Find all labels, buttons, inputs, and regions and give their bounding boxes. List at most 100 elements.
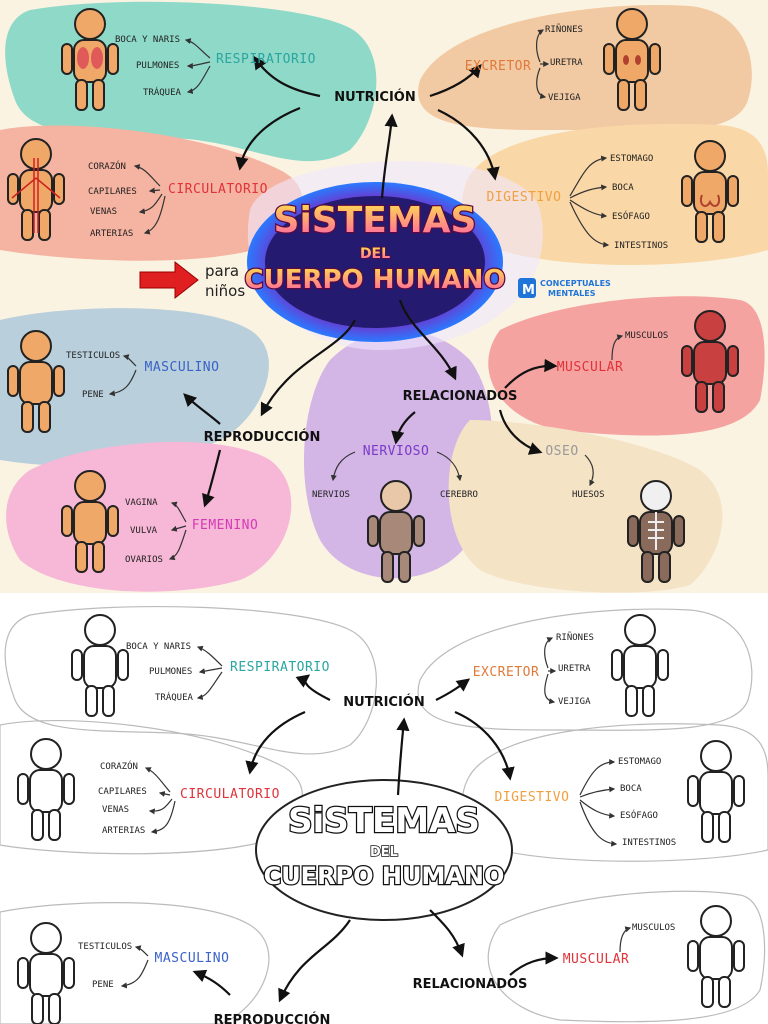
outline-item-rinones: RIÑONES bbox=[556, 632, 594, 643]
outline-item-uretra: URETRA bbox=[558, 664, 591, 674]
outline-item-intestinos: INTESTINOS bbox=[622, 838, 676, 848]
sys-muscular: MUSCULAR bbox=[557, 360, 624, 375]
outline-sys-respiratorio: RESPIRATORIO bbox=[230, 660, 330, 675]
sys-oseo: OSEO bbox=[545, 444, 578, 459]
item-intestinos: INTESTINOS bbox=[614, 241, 668, 251]
outline-figure-digestivo bbox=[687, 740, 745, 843]
outline-hub-nutricion: NUTRICIÓN bbox=[343, 694, 424, 710]
outline-sys-muscular: MUSCULAR bbox=[563, 952, 630, 967]
sys-respiratorio: RESPIRATORIO bbox=[216, 52, 316, 67]
figure-muscular bbox=[681, 310, 739, 413]
item-vulva: VULVA bbox=[130, 526, 158, 536]
outline-branch-arrows bbox=[120, 637, 632, 989]
outline-item-estomago: ESTOMAGO bbox=[618, 757, 661, 767]
outline-item-testiculos: TESTICULOS bbox=[78, 942, 132, 952]
sys-masculino: MASCULINO bbox=[145, 360, 220, 375]
item-boca-naris: BOCA Y NARIS bbox=[115, 35, 180, 45]
item-capilares: CAPILARES bbox=[88, 187, 137, 197]
outline-map: SiSTEMAS DEL CUERPO HUMANO NUTRICIÓN REL… bbox=[0, 593, 768, 1024]
sys-digestivo: DIGESTIVO bbox=[487, 190, 562, 205]
figure-digestivo bbox=[681, 140, 739, 243]
sys-excretor: EXCRETOR bbox=[465, 59, 532, 74]
brand-line1: CONCEPTUALES bbox=[540, 279, 611, 288]
item-corazon: CORAZÓN bbox=[88, 160, 126, 172]
outline-item-pene: PENE bbox=[92, 980, 114, 990]
ninos-label: niños bbox=[205, 282, 245, 300]
blob-femenino bbox=[6, 441, 292, 592]
item-ovarios: OVARIOS bbox=[125, 555, 163, 565]
title-line3: CUERPO HUMANO bbox=[245, 265, 506, 295]
outline-main-arrows bbox=[192, 674, 559, 1003]
outline-hub-reproduccion: REPRODUCCIÓN bbox=[214, 1012, 331, 1024]
item-testiculos: TESTICULOS bbox=[66, 351, 120, 361]
outline-figures bbox=[17, 614, 745, 1024]
item-pene: PENE bbox=[82, 390, 104, 400]
figure-oseo bbox=[627, 480, 685, 583]
title-line2: DEL bbox=[360, 246, 390, 262]
sys-nervioso: NERVIOSO bbox=[363, 444, 430, 459]
title-line1: SiSTEMAS bbox=[274, 200, 477, 241]
item-nervios: NERVIOS bbox=[312, 490, 350, 500]
outline-figure-masculino bbox=[17, 922, 75, 1024]
outline-item-corazon: CORAZÓN bbox=[100, 760, 138, 772]
outline-figure-circulatorio bbox=[17, 738, 75, 841]
item-cerebro: CEREBRO bbox=[440, 490, 478, 500]
branch-arrows bbox=[108, 29, 624, 561]
main-arrows bbox=[183, 55, 558, 508]
outline-title-line3: CUERPO HUMANO bbox=[264, 862, 505, 890]
brand-line2: MENTALES bbox=[548, 289, 596, 298]
outline-hub-relacionados: RELACIONADOS bbox=[413, 977, 528, 992]
outline-item-musculos: MUSCULOS bbox=[632, 923, 675, 933]
figure-excretor bbox=[603, 8, 661, 111]
outline-item-capilares: CAPILARES bbox=[98, 787, 147, 797]
outline-title-badge: SiSTEMAS DEL CUERPO HUMANO bbox=[255, 779, 513, 921]
outline-item-vejiga: VEJIGA bbox=[558, 697, 591, 707]
blob-nervioso bbox=[303, 330, 493, 579]
item-uretra: URETRA bbox=[550, 58, 583, 68]
outline-sys-excretor: EXCRETOR bbox=[473, 665, 540, 680]
outline-figure-muscular bbox=[687, 905, 745, 1008]
figure-circulatorio bbox=[7, 138, 65, 241]
hub-relacionados: RELACIONADOS bbox=[403, 389, 518, 404]
item-pulmones: PULMONES bbox=[136, 61, 179, 71]
item-huesos: HUESOS bbox=[572, 490, 605, 500]
hub-reproduccion: REPRODUCCIÓN bbox=[204, 429, 321, 445]
outline-sys-digestivo: DIGESTIVO bbox=[495, 790, 570, 805]
outline-figure-excretor bbox=[611, 614, 669, 717]
para-label: para bbox=[205, 262, 239, 280]
outline-item-venas: VENAS bbox=[102, 805, 129, 815]
svg-text:M: M bbox=[522, 283, 535, 298]
item-venas: VENAS bbox=[90, 207, 117, 217]
figure-nervioso bbox=[367, 480, 425, 583]
outline-item-traquea: TRÁQUEA bbox=[155, 691, 194, 703]
outline-sys-circulatorio: CIRCULATORIO bbox=[180, 787, 280, 802]
outline-figure-respiratorio bbox=[71, 614, 129, 717]
item-arterias: ARTERIAS bbox=[90, 229, 133, 239]
item-vejiga: VEJIGA bbox=[548, 93, 581, 103]
item-traquea: TRÁQUEA bbox=[143, 86, 182, 98]
sys-femenino: FEMENINO bbox=[192, 518, 259, 533]
item-esofago: ESÓFAGO bbox=[612, 210, 650, 222]
title-badge: SiSTEMAS DEL CUERPO HUMANO bbox=[243, 182, 507, 342]
colored-map: SiSTEMAS DEL CUERPO HUMANO para niños M … bbox=[0, 0, 768, 593]
item-vagina: VAGINA bbox=[125, 498, 158, 508]
item-estomago: ESTOMAGO bbox=[610, 154, 653, 164]
blob-excretor bbox=[418, 4, 752, 132]
brand-logo: M CONCEPTUALES MENTALES bbox=[518, 278, 611, 298]
outline-item-boca: BOCA bbox=[620, 784, 642, 794]
item-rinones: RIÑONES bbox=[545, 24, 583, 35]
outline-item-arterias: ARTERIAS bbox=[102, 826, 145, 836]
outline-item-boca-naris: BOCA Y NARIS bbox=[126, 642, 191, 652]
item-boca: BOCA bbox=[612, 183, 634, 193]
item-musculos: MUSCULOS bbox=[625, 331, 668, 341]
figure-femenino bbox=[61, 470, 119, 573]
outline-item-esofago: ESÓFAGO bbox=[620, 809, 658, 821]
figure-masculino bbox=[7, 330, 65, 433]
blob-masculino bbox=[0, 308, 269, 466]
hub-nutricion: NUTRICIÓN bbox=[334, 89, 415, 105]
outline-item-pulmones: PULMONES bbox=[149, 667, 192, 677]
outline-sys-masculino: MASCULINO bbox=[155, 951, 230, 966]
outline-title-line1: SiSTEMAS bbox=[288, 801, 480, 841]
sys-circulatorio: CIRCULATORIO bbox=[168, 182, 268, 197]
